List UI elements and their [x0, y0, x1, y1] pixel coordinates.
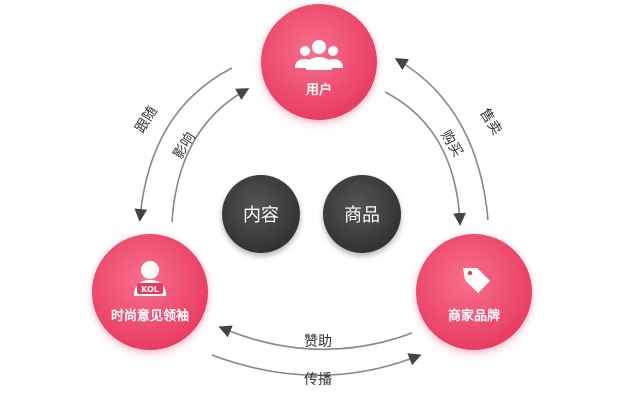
arc-right-inner: [384, 91, 466, 226]
node-brand: 商家品牌: [416, 234, 532, 350]
center-goods-label: 商品: [344, 205, 380, 226]
arc-bottom-inner: [218, 325, 413, 351]
users-group-icon: [295, 40, 343, 70]
arc-left-inner: [171, 88, 250, 223]
node-user-label: 用户: [305, 82, 332, 98]
node-kol: KOL 时尚意见领袖: [92, 234, 208, 350]
arc-label-spread: 传播: [304, 372, 332, 388]
kol-person-icon: KOL: [134, 261, 166, 296]
node-user: 用户: [261, 4, 377, 120]
arc-label-follow: 跟随: [132, 104, 160, 136]
node-kol-label: 时尚意见领袖: [111, 308, 189, 324]
arc-label-buy: 购买: [437, 128, 465, 160]
center-goods: 商品: [323, 175, 401, 253]
center-content-label: 内容: [243, 205, 279, 226]
arc-left-outer: [134, 67, 233, 222]
arc-label-sell: 售卖: [476, 106, 504, 138]
arc-label-influence: 影响: [170, 130, 198, 162]
kol-badge-text: KOL: [141, 285, 159, 294]
price-tag-icon: [463, 268, 490, 293]
center-content: 内容: [222, 175, 300, 253]
arc-label-sponsor: 赞助: [304, 334, 332, 350]
node-brand-label: 商家品牌: [448, 308, 500, 324]
arc-bottom-outer: [211, 353, 422, 376]
arc-right-outer: [394, 58, 489, 221]
